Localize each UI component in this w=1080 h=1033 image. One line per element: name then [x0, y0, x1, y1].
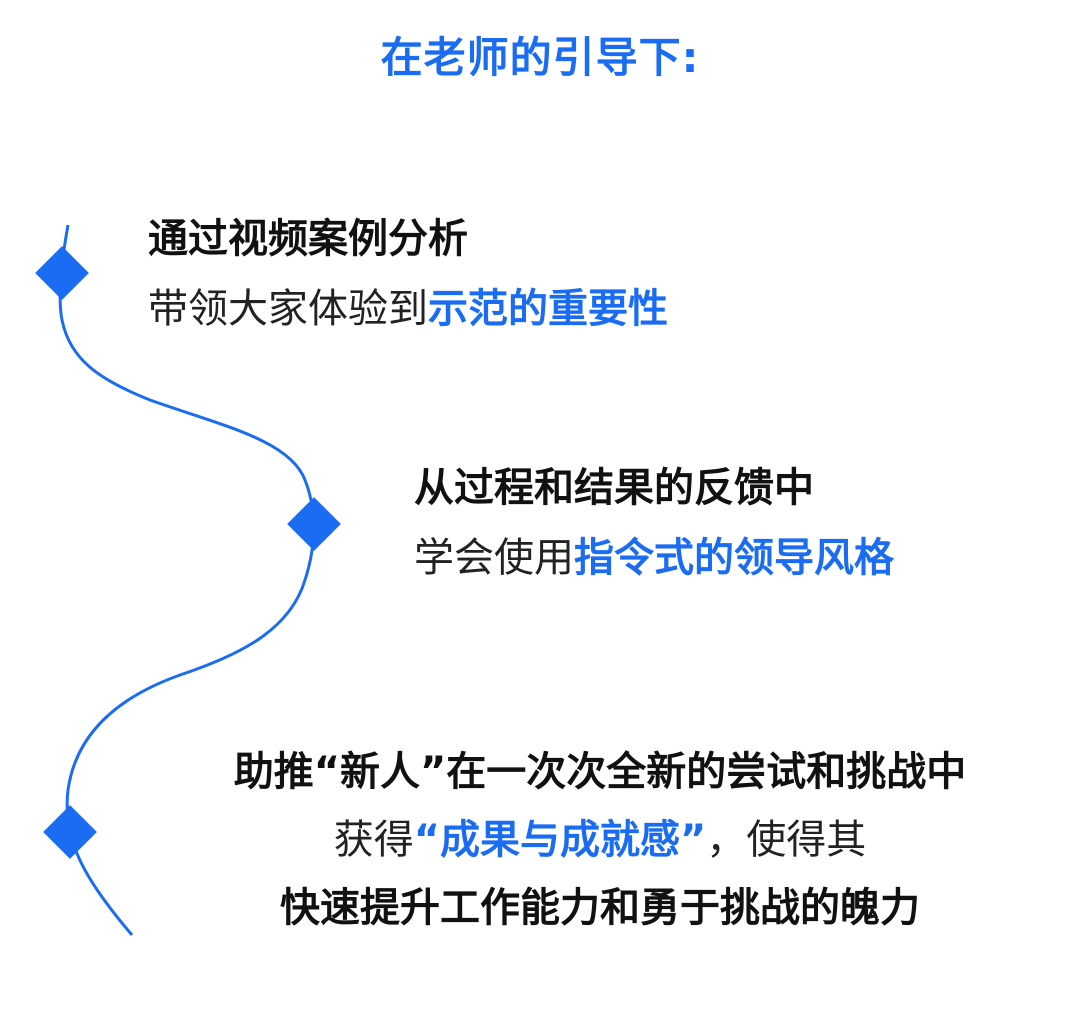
step-1-plain: 带领大家体验到	[148, 286, 428, 332]
step-2: 从过程和结果的反馈中 学会使用指令式的领导风格	[414, 464, 894, 582]
step-2-plain: 学会使用	[414, 535, 574, 581]
step-3-conclusion: 快速提升工作能力和勇于挑战的魄力	[280, 885, 920, 931]
step-1-highlight: 示范的重要性	[428, 286, 668, 332]
step-3-description: 获得“成果与成就感”，使得其	[150, 816, 1050, 864]
step-3-marker	[43, 805, 97, 859]
step-1-heading: 通过视频案例分析	[148, 216, 468, 262]
step-2-heading: 从过程和结果的反馈中	[414, 465, 814, 511]
step-1-marker	[35, 246, 89, 300]
step-3-highlight: “成果与成就感”	[413, 817, 707, 863]
step-1-description: 带领大家体验到示范的重要性	[148, 285, 668, 333]
step-1: 通过视频案例分析 带领大家体验到示范的重要性	[148, 215, 668, 333]
step-3: 助推“新人”在一次次全新的尝试和挑战中 获得“成果与成就感”，使得其 快速提升工…	[150, 748, 1050, 932]
step-2-description: 学会使用指令式的领导风格	[414, 534, 894, 582]
step-3-heading: 助推“新人”在一次次全新的尝试和挑战中	[233, 749, 967, 795]
step-3-tail: ，使得其	[706, 817, 867, 863]
step-2-marker	[287, 497, 341, 551]
step-3-plain: 获得	[333, 817, 414, 863]
step-2-highlight: 指令式的领导风格	[574, 535, 894, 581]
page-title: 在老师的引导下:	[380, 33, 700, 82]
